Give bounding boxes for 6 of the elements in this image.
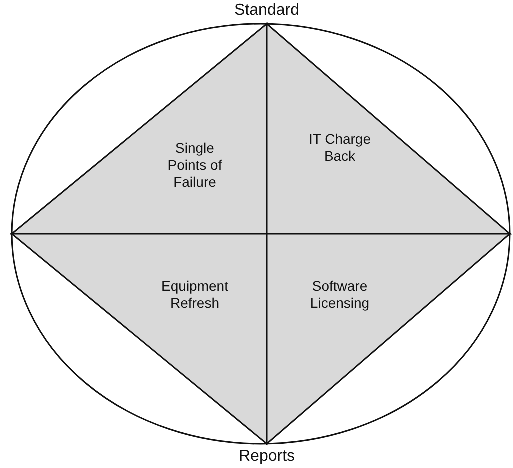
segment-label: IT Charge Back: [308, 131, 372, 165]
segment-label: Single Points of Failure: [166, 140, 224, 191]
axis-end-label: Reports: [238, 448, 296, 466]
axis-end-label: Standard: [234, 2, 300, 20]
segment-label: Software Licensing: [309, 278, 371, 312]
segment-label: Equipment Refresh: [160, 278, 230, 312]
